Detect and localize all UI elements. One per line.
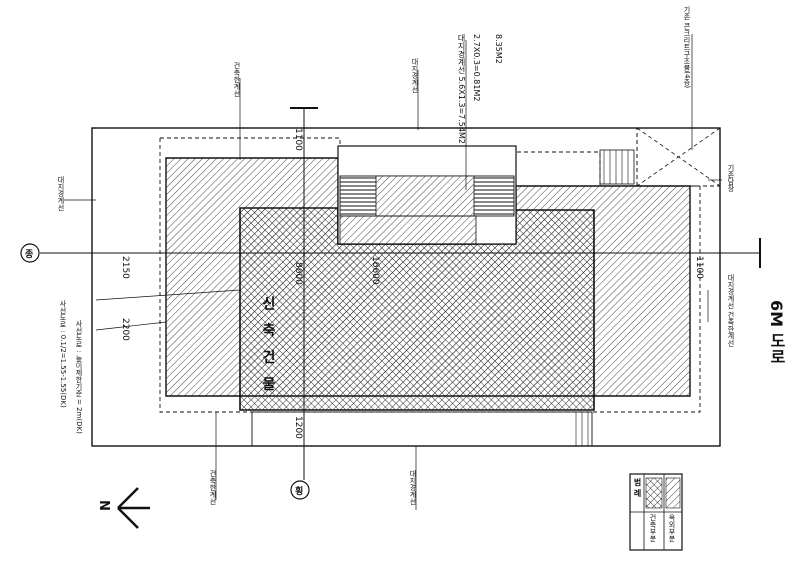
dim-width-16600: 16600 (370, 256, 380, 285)
road-label: 6M 도로 (767, 300, 786, 365)
dim-left-2150: 2150 (120, 256, 130, 279)
section-a-label: 종 (25, 250, 34, 260)
setback-line-top: 대지경계선 (411, 58, 419, 93)
building-label: 신 축 건 물 (260, 296, 276, 395)
section-marker-b (290, 480, 310, 500)
existing-wall-label: 기존담장 (727, 164, 735, 192)
legend-item-2: 옥외부분 (668, 514, 676, 542)
slope-note-1: 사선도로 : 0.1/2=1.55-1.55(DK) (59, 300, 67, 408)
section-marker-a (20, 243, 40, 263)
legend-item-1: 건축부분 (649, 514, 657, 542)
setback-line (159, 137, 701, 413)
north-label: N (96, 500, 111, 511)
setback-line-bottom: 대지경계선 (409, 470, 417, 505)
existing-structure-label: 기존 콘크리트구조물(4층) (683, 6, 691, 89)
dim-left-2200: 2200 (120, 318, 130, 341)
area-text-2: 2.7X0.3=0.81M2 (472, 34, 481, 102)
dim-depth-8600: 8600 (293, 262, 303, 285)
road-line-label: 대지경계선 건축한계선 (727, 274, 735, 347)
legend-swatch-1 (645, 477, 663, 509)
building-line-top: 건축한계선 (233, 62, 241, 97)
area-text-3: 8.35M2 (494, 34, 503, 64)
area-text-1: 대지경계선 5.6X1.3=7.54M2 (457, 34, 466, 144)
section-b-label: 횡 (295, 487, 304, 497)
legend-title: 범 례 (633, 478, 642, 497)
legend-swatch-2 (665, 477, 681, 509)
slope-note-2: 사선도로 : 높이제한기준 = 2m(DK) (75, 320, 83, 434)
building-line-bottom: 건축한계선 (209, 470, 217, 505)
north-arrow (117, 487, 150, 529)
dim-right-1100: 1100 (694, 256, 704, 279)
dim-bottom-1200: 1200 (293, 416, 303, 439)
dim-top-1100: 1100 (293, 128, 303, 151)
setback-line-left: 대지경계선 (57, 176, 65, 211)
